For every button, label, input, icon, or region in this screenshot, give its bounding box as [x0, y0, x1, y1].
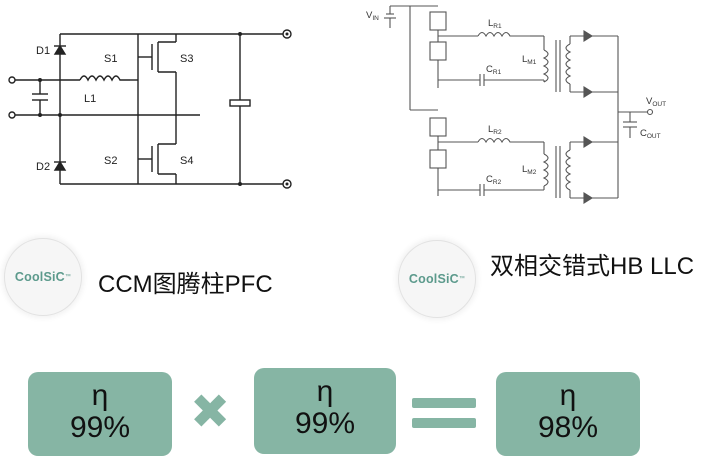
efficiency-value: 99% — [294, 407, 356, 440]
multiply-icon: ✖ — [190, 384, 231, 440]
efficiency-value: 99% — [69, 411, 131, 444]
eta-symbol: η — [559, 379, 577, 412]
label-s4: S4 — [180, 155, 193, 167]
badge-text: CoolSiC — [14, 270, 65, 284]
efficiency-box-llc: η 99% — [254, 368, 396, 454]
label-s2: S2 — [104, 155, 117, 167]
eta-symbol: η — [316, 375, 334, 408]
label-cr1: CR1 — [486, 64, 502, 76]
equals-icon — [412, 398, 476, 428]
label-d2: D2 — [36, 161, 50, 173]
eta-symbol: η — [91, 379, 109, 412]
label-lm2: LM2 — [522, 164, 537, 176]
caption-llc: 双相交错式HB LLC — [490, 253, 695, 280]
label-vout: VOUT — [646, 96, 666, 108]
efficiency-box-pfc: η 99% — [28, 372, 172, 456]
label-cr2: CR2 — [486, 174, 502, 186]
caption-pfc: CCM图腾柱PFC — [98, 271, 273, 298]
label-s3: S3 — [180, 53, 193, 65]
label-s1: S1 — [104, 53, 117, 65]
efficiency-box-total: η 98% — [496, 372, 640, 456]
badge-text: CoolSiC — [408, 272, 459, 286]
totem-pole-pfc-schematic: D1 D2 S1 S2 S3 S4 L1 — [8, 29, 292, 189]
label-l1: L1 — [84, 93, 96, 105]
label-lm1: LM1 — [522, 54, 537, 66]
label-cout: COUT — [640, 128, 661, 140]
label-vin: VIN — [366, 10, 379, 22]
label-lr2: LR2 — [488, 124, 502, 136]
efficiency-value: 98% — [537, 411, 599, 444]
label-lr1: LR1 — [488, 18, 502, 30]
label-d1: D1 — [36, 45, 50, 57]
interleaved-llc-schematic: VIN LR1 CR1 LM1 LR2 CR2 LM2 VOUT COUT — [366, 5, 666, 204]
